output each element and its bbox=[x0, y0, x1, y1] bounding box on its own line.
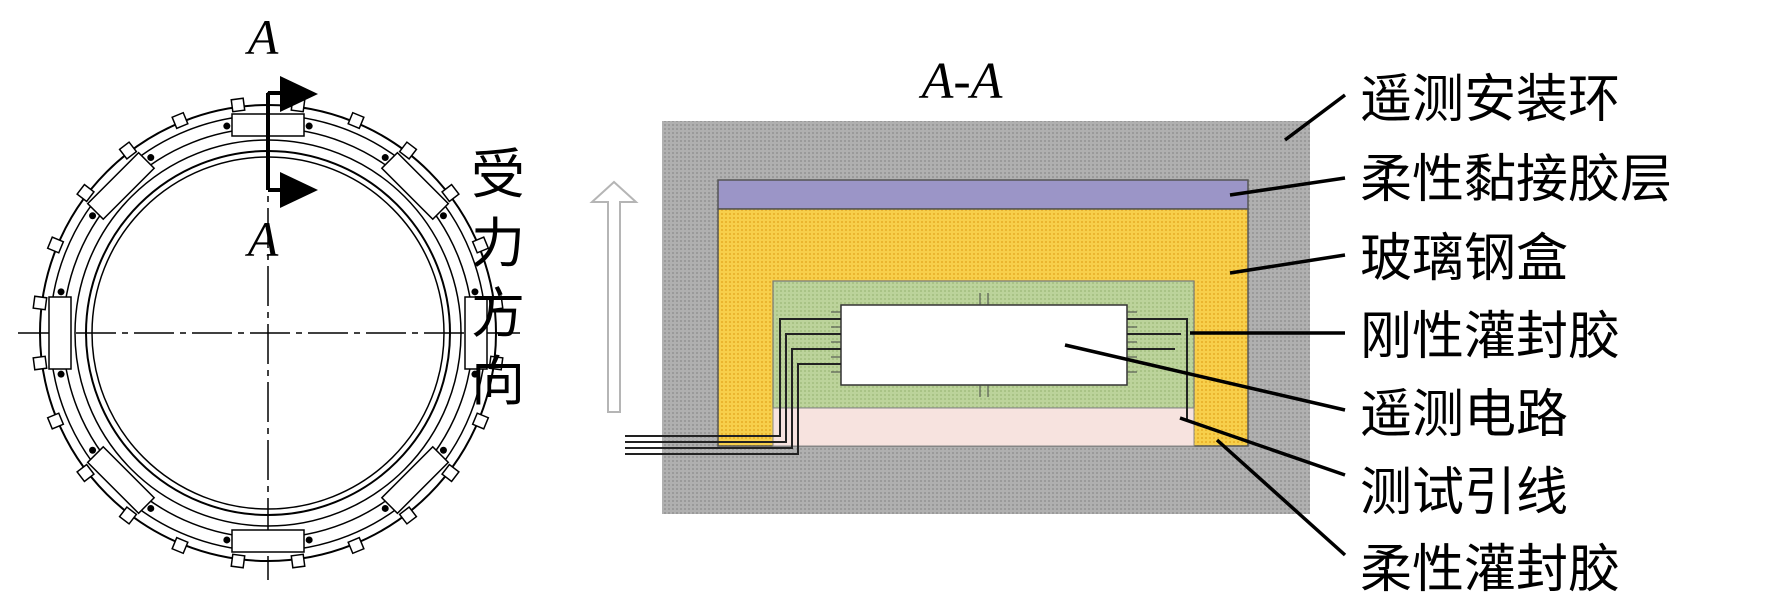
ring-tab bbox=[441, 183, 460, 203]
leader-flex-potting bbox=[1215, 438, 1347, 557]
ring-tab bbox=[118, 141, 138, 160]
section-view-title: A-A bbox=[919, 53, 1003, 110]
ring-bolt bbox=[471, 288, 479, 296]
ring-tab bbox=[32, 295, 48, 311]
leader-flex-adhesive bbox=[1229, 176, 1346, 197]
ring-tab bbox=[230, 553, 246, 569]
leader-telemetry-circuit bbox=[1064, 343, 1346, 412]
label-flex-potting: 柔性灌封胶 bbox=[1360, 540, 1620, 600]
label-glass-steel-box: 玻璃钢盒 bbox=[1360, 229, 1568, 289]
ring-bolt bbox=[147, 154, 155, 162]
ring-front-view: A A bbox=[18, 9, 520, 580]
ring-bolt bbox=[439, 446, 447, 454]
ring-tab bbox=[398, 506, 418, 525]
ring-pocket bbox=[86, 445, 156, 515]
force-arrow bbox=[589, 180, 639, 413]
ring-bolts bbox=[57, 122, 479, 544]
ring-bolt bbox=[305, 122, 313, 130]
ring-bolt bbox=[223, 122, 231, 130]
ring-pocket bbox=[231, 529, 305, 553]
ring-bolt bbox=[381, 154, 389, 162]
force-label-char-1: 受 bbox=[471, 143, 525, 206]
ring-pocket bbox=[86, 151, 156, 221]
ring-tab bbox=[32, 355, 48, 371]
ring-tab bbox=[471, 236, 490, 254]
ring-pockets bbox=[48, 113, 488, 553]
ring-tab bbox=[347, 111, 365, 130]
leader-ring bbox=[1283, 93, 1347, 142]
section-marker-bottom: A bbox=[245, 211, 279, 267]
ring-tab bbox=[76, 183, 95, 203]
ring-tab bbox=[441, 463, 460, 483]
label-test-lead: 测试引线 bbox=[1360, 463, 1568, 523]
force-label-char-3: 方 bbox=[471, 282, 525, 345]
ring-tab bbox=[488, 295, 504, 311]
section-arrow-bottom bbox=[280, 172, 318, 208]
ring-bolt bbox=[57, 288, 65, 296]
ring-tab bbox=[76, 463, 95, 483]
label-flex-adhesive: 柔性黏接胶层 bbox=[1360, 150, 1672, 210]
ring-bolt bbox=[305, 536, 313, 544]
ring-bolt bbox=[147, 504, 155, 512]
ring-pocket bbox=[48, 296, 72, 370]
ring-tab bbox=[171, 536, 189, 555]
ring-bolt bbox=[381, 504, 389, 512]
flexible-potting-compound bbox=[772, 407, 1195, 447]
ring-bolt bbox=[439, 212, 447, 220]
ring-tab bbox=[46, 412, 65, 430]
ring-tab bbox=[398, 141, 418, 160]
ring-tab bbox=[290, 553, 306, 569]
ring-tab bbox=[488, 355, 504, 371]
callout-leaders bbox=[1064, 93, 1347, 557]
circuit-pins bbox=[831, 293, 1137, 397]
telemetry-circuit-board bbox=[840, 304, 1128, 386]
label-telemetry-circuit: 遥测电路 bbox=[1360, 385, 1568, 445]
ring-tab bbox=[230, 97, 246, 113]
ring-tab bbox=[118, 506, 138, 525]
leader-glass-steel-box bbox=[1229, 253, 1346, 275]
ring-bolt bbox=[89, 212, 97, 220]
leader-test-lead bbox=[1179, 416, 1346, 477]
callout-labels: 遥测安装环 柔性黏接胶层 玻璃钢盒 刚性灌封胶 遥测电路 测试引线 柔性灌封胶 bbox=[1360, 70, 1672, 600]
section-marker-top: A bbox=[245, 9, 279, 65]
section-arrow-top bbox=[280, 76, 318, 112]
test-lead-wires bbox=[625, 318, 1188, 455]
ring-bolt bbox=[471, 370, 479, 378]
ring-pocket bbox=[380, 445, 450, 515]
label-ring: 遥测安装环 bbox=[1360, 70, 1620, 130]
section-cut-marker bbox=[266, 76, 318, 208]
ring-bolt bbox=[89, 446, 97, 454]
force-label-char-4: 向 bbox=[471, 350, 525, 413]
flexible-adhesive-layer bbox=[717, 179, 1249, 210]
ring-pocket bbox=[380, 151, 450, 221]
ring-bolt bbox=[223, 536, 231, 544]
ring-tab bbox=[347, 536, 365, 555]
force-direction: 受 力 方 向 bbox=[471, 143, 639, 413]
ring-pocket bbox=[464, 296, 488, 370]
section-view bbox=[625, 121, 1310, 514]
ring-tab bbox=[471, 412, 490, 430]
ring-tab bbox=[171, 111, 189, 130]
ring-bolt bbox=[57, 370, 65, 378]
force-label-char-2: 力 bbox=[471, 212, 525, 275]
ring-tab bbox=[46, 236, 65, 254]
label-rigid-potting: 刚性灌封胶 bbox=[1360, 307, 1620, 367]
